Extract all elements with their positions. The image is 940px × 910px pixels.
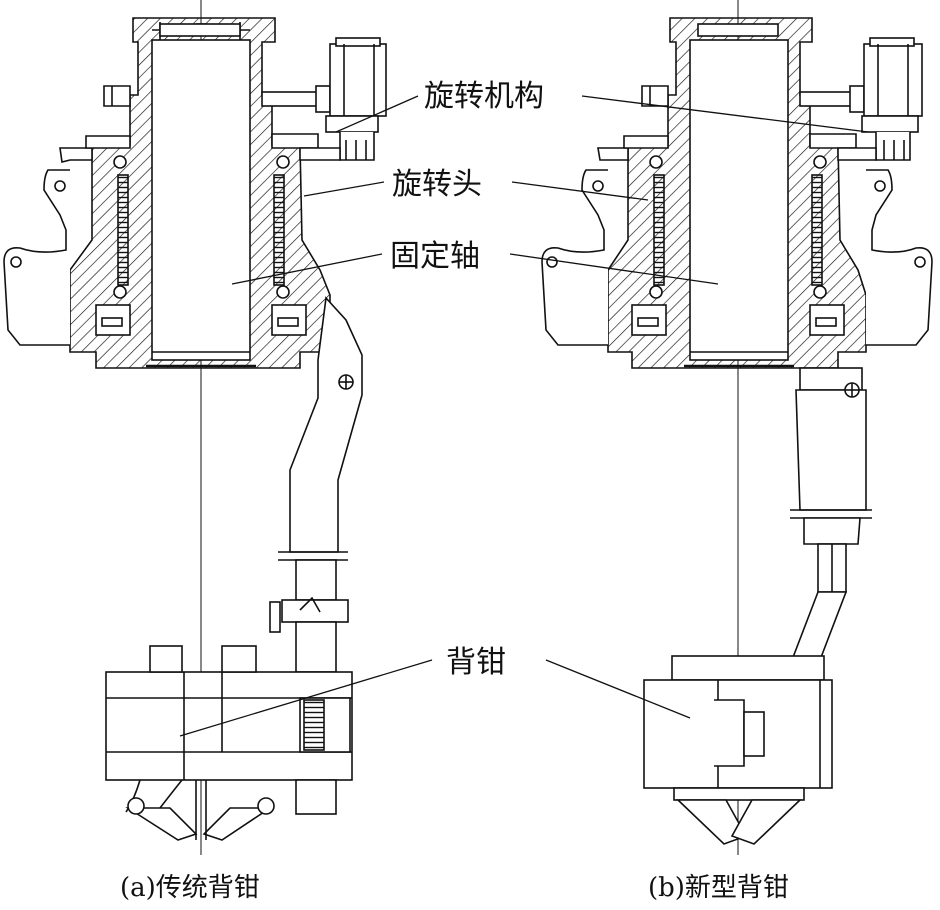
left-bracket-a — [3, 169, 70, 346]
leader-tong-a — [179, 659, 433, 737]
figure-b-new — [541, 0, 933, 855]
fixed-shaft-a — [151, 39, 251, 361]
label-rotating-head: 旋转头 — [392, 167, 482, 202]
fixed-shaft-b — [689, 39, 789, 361]
right-bracket-b — [866, 169, 933, 346]
figure-a-traditional — [3, 0, 387, 855]
label-fixed-shaft: 固定轴 — [390, 239, 480, 274]
caption-b: (b)新型背钳 — [648, 873, 789, 903]
rotating-mechanism-a — [261, 37, 387, 161]
leader-lines — [179, 95, 869, 737]
back-tong-a — [105, 645, 353, 841]
caption-a: (a)传统背钳 — [120, 873, 260, 903]
rotating-mechanism-b — [799, 37, 923, 161]
leader-shaft-a — [231, 253, 383, 285]
label-back-tong: 背钳 — [446, 645, 506, 680]
leader-head-b — [511, 181, 649, 201]
label-rotating-mechanism: 旋转机构 — [424, 79, 544, 114]
leader-tong-b — [545, 659, 691, 719]
arm-b — [790, 367, 872, 661]
leader-mechanism-a — [335, 95, 419, 133]
leader-head-a — [303, 181, 385, 197]
leader-shaft-b — [509, 253, 719, 285]
leader-mechanism-b — [581, 95, 869, 133]
back-tong-b — [643, 655, 833, 845]
left-bracket-b — [541, 169, 608, 346]
